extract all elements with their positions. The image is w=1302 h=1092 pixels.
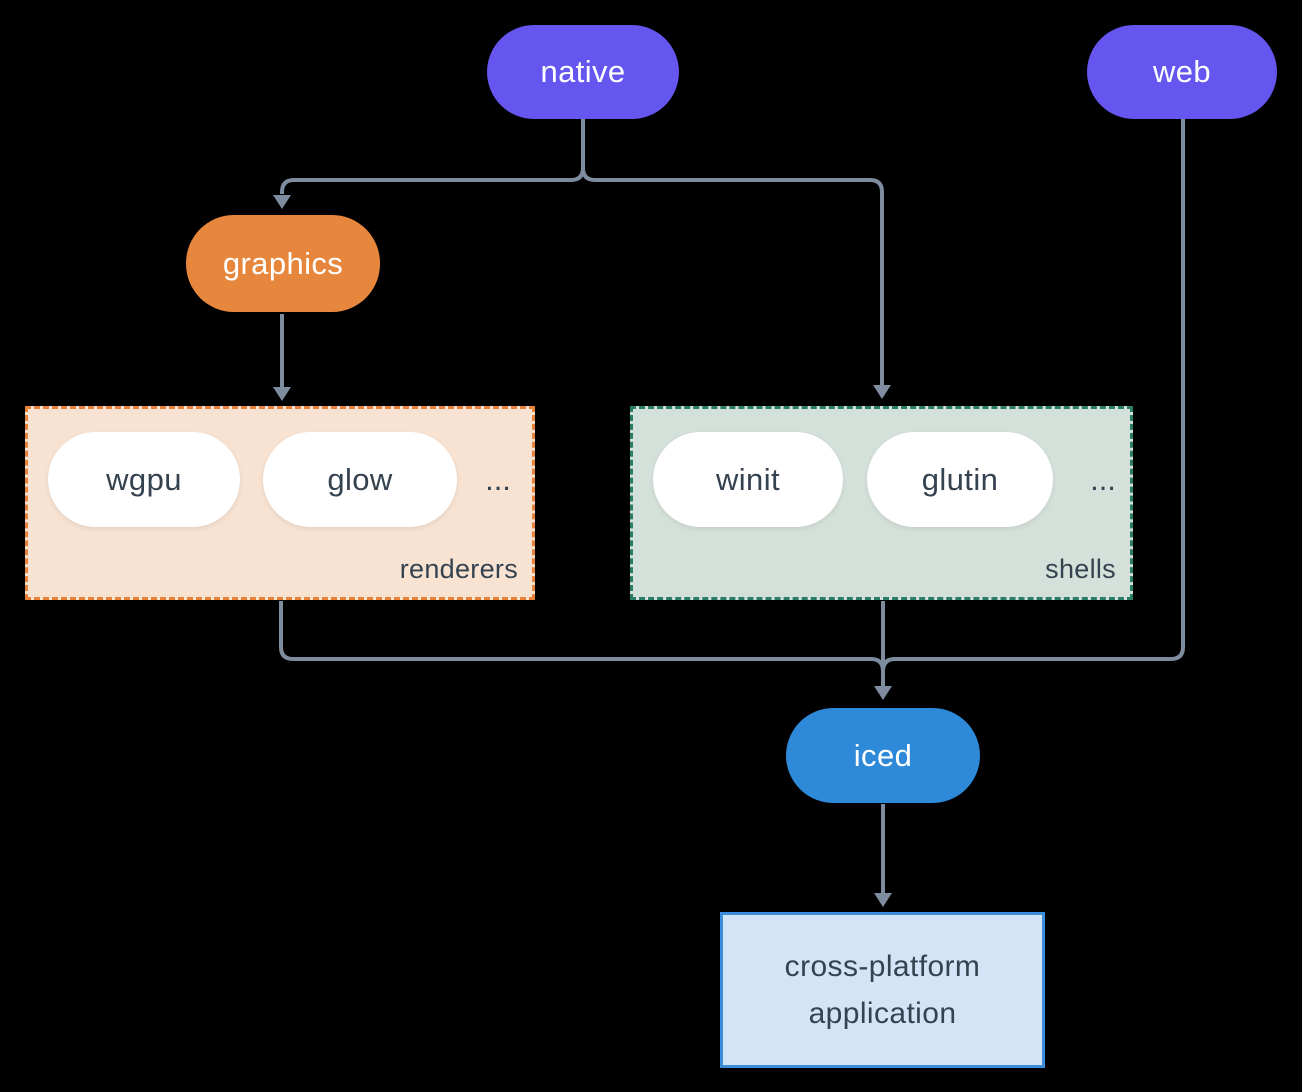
node-iced: iced bbox=[786, 708, 980, 803]
node-web: web bbox=[1087, 25, 1277, 119]
renderers-ellipsis: ... bbox=[485, 461, 511, 497]
pill-winit-label: winit bbox=[715, 461, 780, 497]
node-graphics-label: graphics bbox=[222, 245, 344, 281]
pill-glutin-label: glutin bbox=[921, 461, 999, 497]
arrowhead-graphics bbox=[273, 195, 291, 209]
pill-glow: glow bbox=[263, 432, 457, 527]
node-graphics: graphics bbox=[186, 215, 380, 312]
pill-wgpu: wgpu bbox=[48, 432, 240, 527]
node-web-label: web bbox=[1152, 54, 1212, 89]
application-label-line2: application bbox=[808, 997, 957, 1030]
edge-native-to-graphics bbox=[280, 119, 585, 194]
edge-native-to-shells bbox=[581, 119, 884, 385]
group-shells: winit glutin ... shells bbox=[630, 406, 1133, 600]
application-label-line1: cross-platform bbox=[784, 950, 981, 983]
arrowhead-renderers bbox=[273, 387, 291, 401]
pill-wgpu-label: wgpu bbox=[106, 461, 182, 497]
node-iced-label: iced bbox=[853, 737, 913, 773]
application-box: cross-platform application bbox=[720, 912, 1045, 1068]
group-renderers: wgpu glow ... renderers bbox=[25, 406, 535, 600]
pill-glow-label: glow bbox=[327, 461, 393, 497]
arrowhead-application bbox=[874, 893, 892, 907]
node-native-label: native bbox=[540, 54, 626, 89]
edge-renderers-to-iced bbox=[279, 601, 885, 686]
node-native: native bbox=[487, 25, 679, 119]
arrowhead-shells bbox=[873, 385, 891, 399]
arrowhead-iced bbox=[874, 686, 892, 700]
shells-ellipsis: ... bbox=[1090, 461, 1116, 497]
renderers-group-label: renderers bbox=[399, 554, 518, 584]
shells-group-label: shells bbox=[1045, 554, 1116, 584]
pill-glutin: glutin bbox=[867, 432, 1053, 527]
pill-winit: winit bbox=[653, 432, 843, 527]
